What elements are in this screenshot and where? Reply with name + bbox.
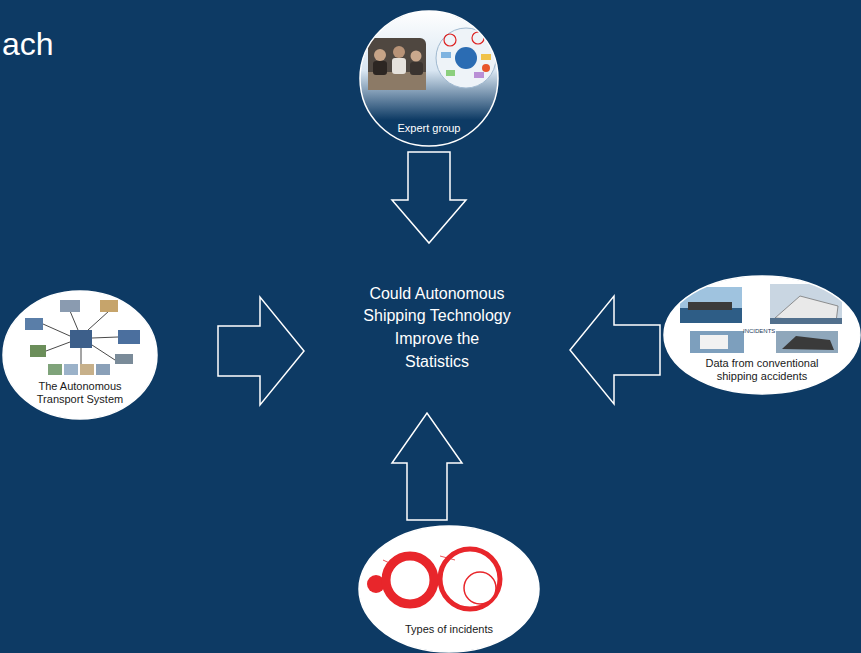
block-arrow xyxy=(218,297,304,405)
caption-text: Data from conventional shipping accident… xyxy=(697,357,827,383)
incident-types-circle: Types of incidents xyxy=(358,525,540,653)
circle-border xyxy=(3,291,157,419)
caption-text: The Autonomous Transport System xyxy=(28,380,132,406)
slide-title: ach xyxy=(2,26,54,63)
question-text: Could Autonomous Shipping Technology Imp… xyxy=(362,283,512,374)
accident-photos xyxy=(663,275,861,395)
transport-system-picture xyxy=(2,290,158,420)
transport-system-circle: The Autonomous Transport System xyxy=(2,290,158,420)
circle-border xyxy=(664,276,860,394)
caption-text: Types of incidents xyxy=(405,623,493,636)
expert-group-picture xyxy=(359,10,499,147)
expert-group-circle: Expert group xyxy=(359,10,499,147)
picture-label: INCIDENTS xyxy=(743,328,775,334)
block-arrow xyxy=(392,413,462,520)
accident-data-circle: Data from conventional shipping accident… xyxy=(663,275,861,395)
block-arrow xyxy=(570,296,660,404)
question-node: Could Autonomous Shipping Technology Imp… xyxy=(304,243,570,413)
circle-border xyxy=(360,11,498,146)
incident-types-picture xyxy=(358,525,540,653)
circle-border xyxy=(359,526,539,652)
block-arrow xyxy=(392,152,466,243)
caption-text: Expert group xyxy=(398,122,461,135)
